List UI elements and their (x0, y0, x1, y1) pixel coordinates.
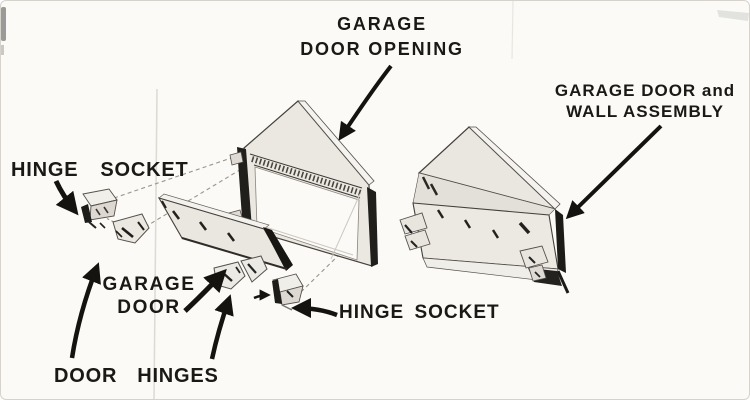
label-garage-door: GARAGE DOOR (103, 273, 196, 319)
arrow-door-hinge-far-left (69, 262, 101, 359)
hinge-socket-part-left (81, 188, 118, 229)
arrow-garage-door-opening (338, 64, 393, 141)
hinge-socket-part-center (272, 273, 304, 311)
label-hinge-socket-left: HINGE SOCKET (11, 158, 188, 182)
label-word: SOCKET (100, 159, 189, 181)
arrow-hinge-socket-left (53, 179, 79, 216)
label-word: HINGES (137, 365, 219, 387)
label-line: DOOR OPENING (300, 39, 464, 59)
label-line: GARAGE (337, 14, 427, 34)
label-garage-door-opening: GARAGE DOOR OPENING (300, 12, 464, 62)
label-hinge-socket-center: HINGE SOCKET (339, 302, 500, 325)
label-garage-door-and-wall-assembly: GARAGE DOOR and WALL ASSEMBLY (555, 80, 735, 122)
label-word: DOOR (54, 365, 118, 387)
door-wall-assembly-part (399, 126, 570, 294)
arrow-small-insert (253, 289, 271, 301)
label-line: DOOR (117, 297, 181, 318)
arrow-door-hinge-center (209, 294, 234, 360)
label-text: HINGE SOCKET (339, 302, 500, 323)
label-door-hinges: DOOR HINGES (54, 364, 219, 388)
callout-arrows (53, 64, 663, 360)
arrow-wall-assembly (565, 124, 663, 220)
garage-door-opening-part (228, 100, 378, 267)
door-hinge-part-left (112, 213, 150, 244)
arrow-hinge-socket-center (290, 297, 338, 319)
label-line: GARAGE (102, 274, 196, 295)
label-word: HINGE (11, 159, 79, 181)
label-line: GARAGE DOOR and (554, 81, 736, 100)
garage-door-part (157, 193, 293, 271)
label-line: WALL ASSEMBLY (566, 102, 724, 121)
arrow-garage-door (183, 268, 227, 313)
